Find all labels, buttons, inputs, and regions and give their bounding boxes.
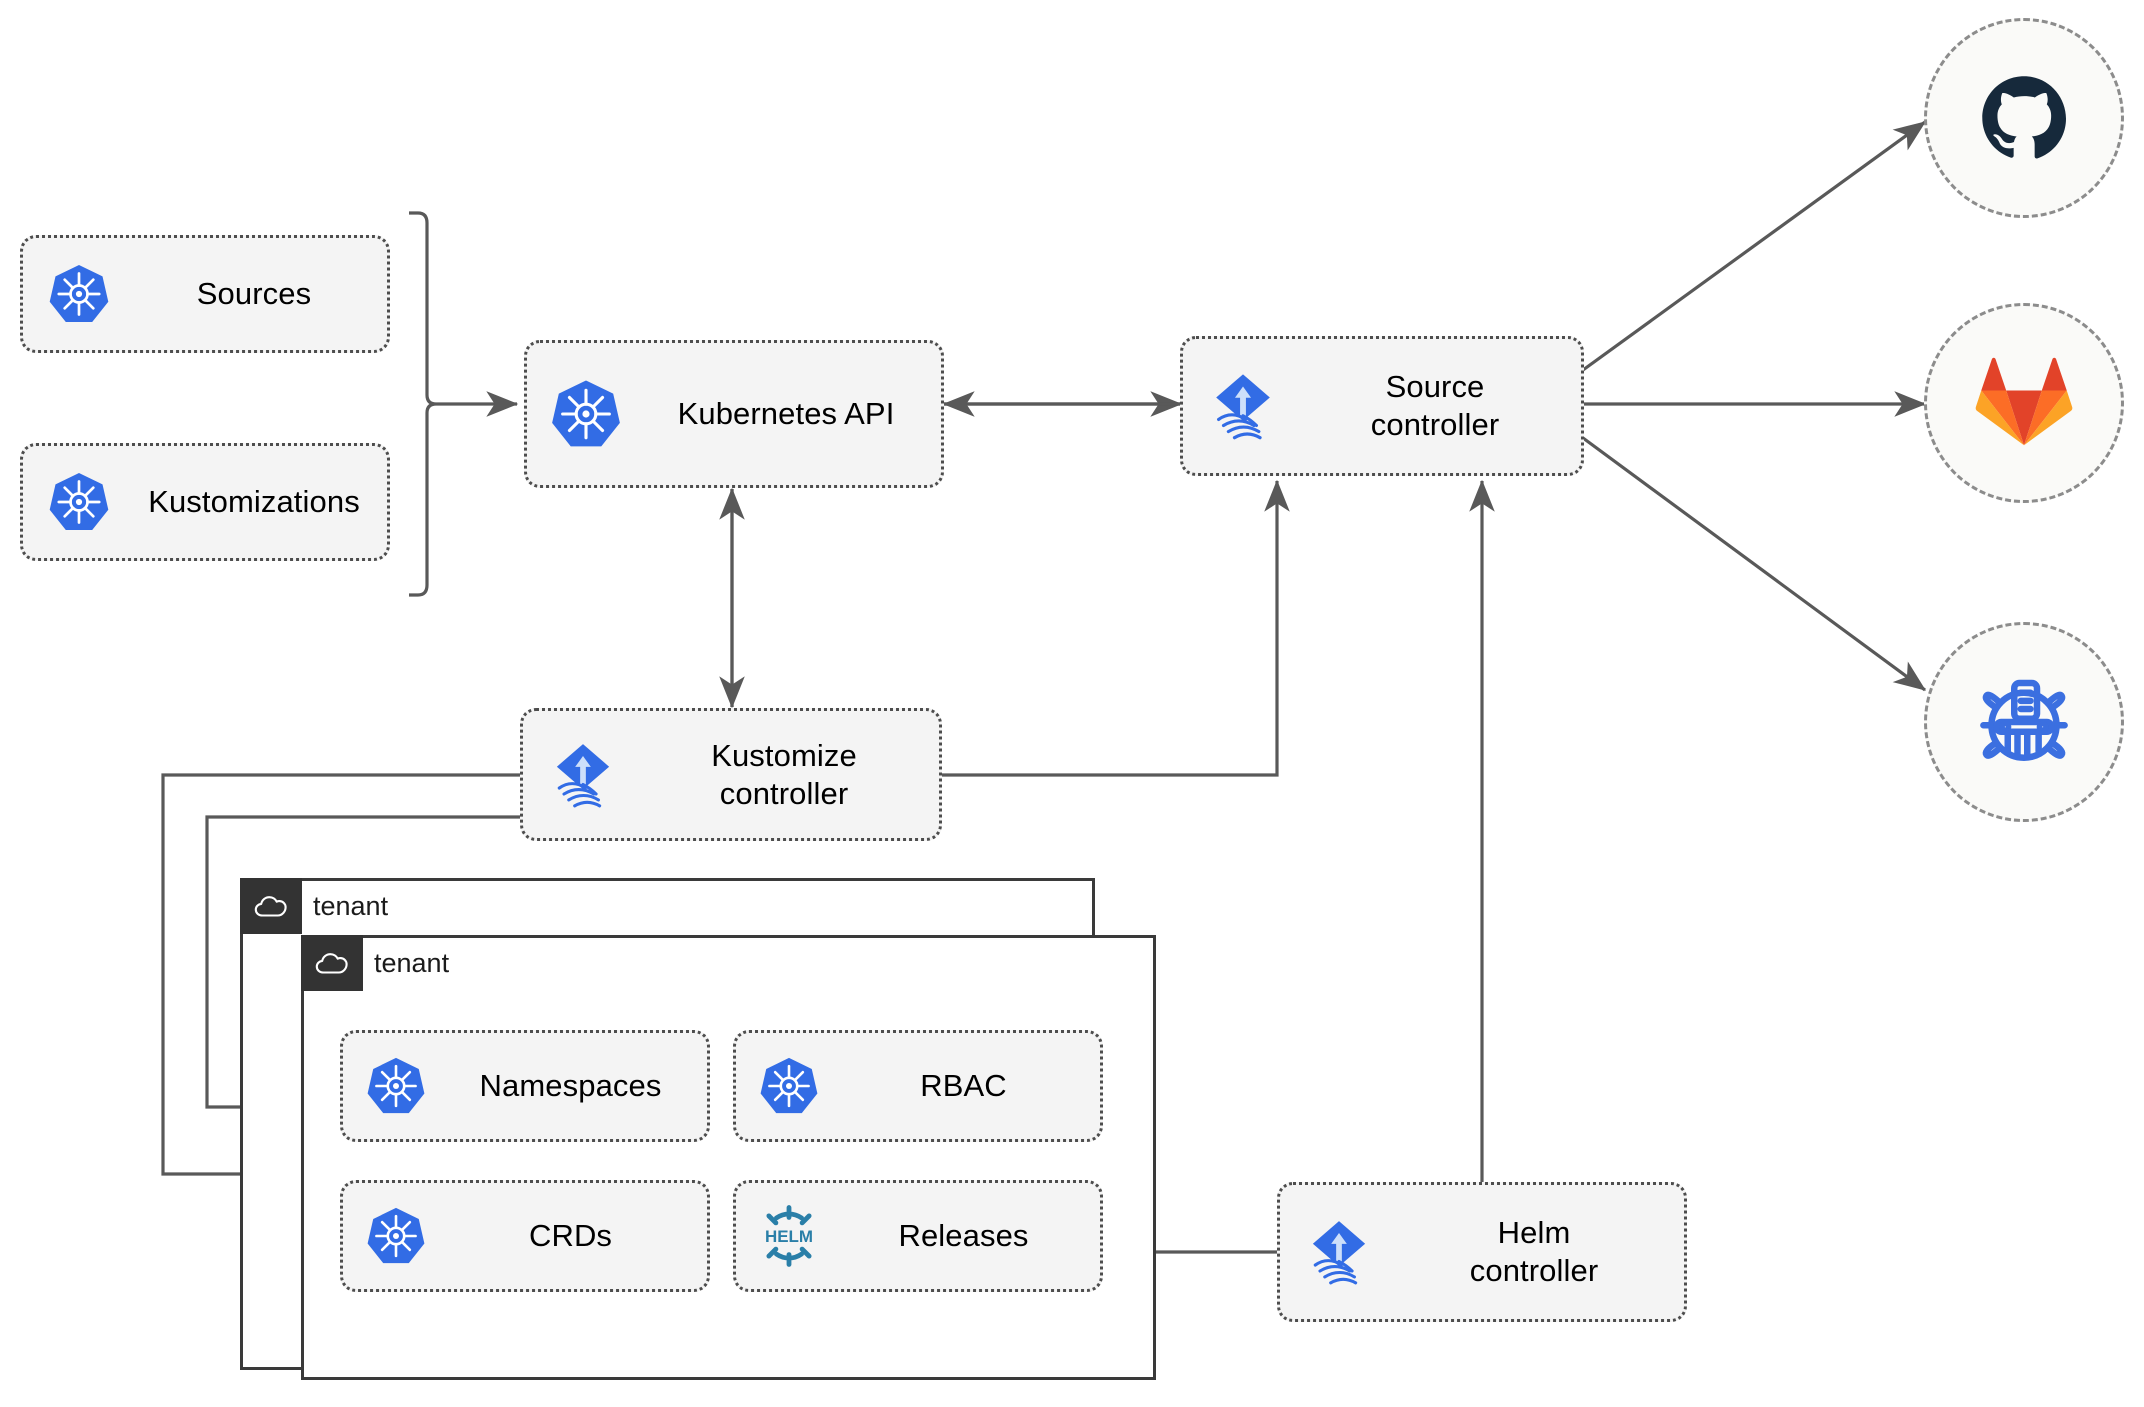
node-kustomizations[interactable]: Kustomizations	[20, 443, 390, 561]
node-label-kustomizations: Kustomizations	[148, 484, 360, 520]
node-sources[interactable]: Sources	[20, 235, 390, 353]
tenant-label-back: tenant	[313, 890, 389, 921]
node-releases[interactable]: HELM Releases	[733, 1180, 1103, 1292]
node-rbac[interactable]: RBAC	[733, 1030, 1103, 1142]
endpoint-bucket[interactable]	[1924, 622, 2124, 822]
kubernetes-icon	[343, 1205, 448, 1267]
node-crds[interactable]: CRDs	[340, 1180, 710, 1292]
node-helm-controller[interactable]: Helm controller	[1277, 1182, 1687, 1322]
node-label-helm-controller: Helm controller	[1469, 1215, 1599, 1288]
cloud-icon	[301, 935, 363, 991]
svg-text:HELM: HELM	[765, 1227, 813, 1246]
node-label-kustomize-controller: Kustomize controller	[711, 737, 857, 811]
node-namespaces[interactable]: Namespaces	[340, 1030, 710, 1142]
cloud-icon	[240, 878, 302, 934]
kubernetes-icon	[23, 470, 135, 534]
tenant-label-front: tenant	[374, 947, 450, 978]
node-label-kubernetes-api: Kubernetes API	[677, 396, 895, 432]
node-source-controller[interactable]: Source controller	[1180, 336, 1584, 476]
kubernetes-icon	[736, 1055, 841, 1117]
node-label-namespaces: Namespaces	[479, 1068, 662, 1104]
bucket-icon	[1980, 679, 2068, 761]
kubernetes-icon	[23, 262, 135, 326]
kubernetes-icon	[343, 1055, 448, 1117]
endpoint-gitlab[interactable]	[1924, 303, 2124, 503]
flux-icon	[1183, 367, 1303, 445]
node-label-sources: Sources	[196, 276, 312, 312]
github-icon	[1982, 76, 2066, 159]
kubernetes-icon	[527, 377, 645, 451]
node-label-rbac: RBAC	[920, 1068, 1007, 1104]
node-label-source-controller: Source controller	[1370, 369, 1500, 442]
tenant-frame-front: tenant	[301, 935, 1156, 1380]
helm-icon: HELM	[736, 1201, 841, 1271]
node-kustomize-controller[interactable]: Kustomize controller	[520, 708, 942, 841]
endpoint-github[interactable]	[1924, 18, 2124, 218]
node-kubernetes-api[interactable]: Kubernetes API	[524, 340, 944, 488]
gitlab-icon	[1975, 357, 2073, 446]
flux-icon	[1280, 1214, 1398, 1290]
flux-icon	[523, 737, 643, 813]
node-label-releases: Releases	[898, 1218, 1029, 1254]
node-label-crds: CRDs	[528, 1218, 613, 1254]
